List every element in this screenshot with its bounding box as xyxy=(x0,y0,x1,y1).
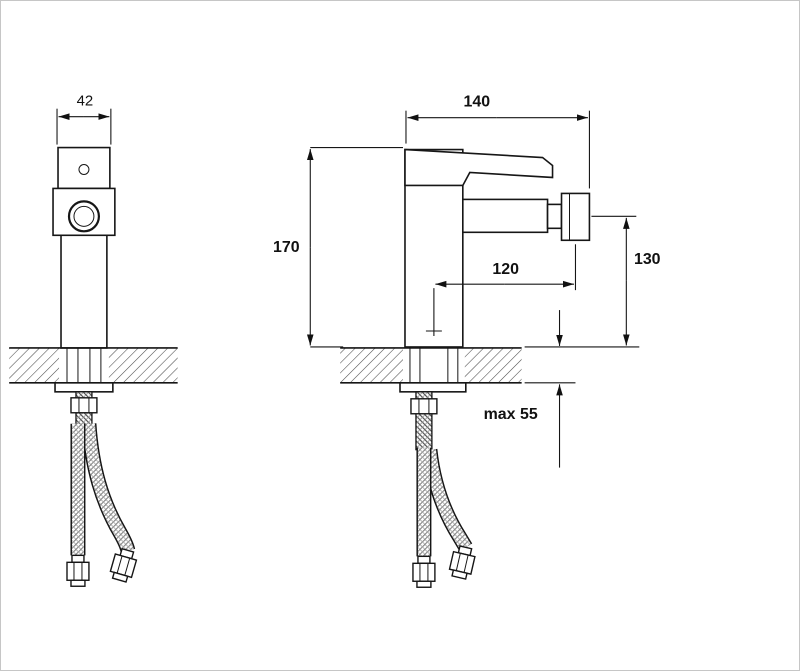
side-hose-angled xyxy=(422,448,476,580)
aerator xyxy=(560,192,591,242)
nut-facet-line xyxy=(463,554,469,573)
side-mounting xyxy=(399,382,467,451)
hose-fitting xyxy=(66,554,90,587)
side-length-dimension: 140 xyxy=(405,94,590,189)
collar-ring-outer xyxy=(67,200,100,233)
height-label: 170 xyxy=(273,239,300,256)
mounting-nut xyxy=(410,398,438,415)
fitting-cap xyxy=(111,571,129,583)
fitting-nut xyxy=(412,562,436,582)
max-deck-thickness-label: max 55 xyxy=(484,406,538,423)
spout-arm xyxy=(462,198,549,234)
fitting-cap xyxy=(451,569,468,580)
hose-fitting xyxy=(109,547,138,583)
fitting-nut xyxy=(66,561,90,581)
side-hose-straight xyxy=(412,447,436,588)
collar-ring-inner xyxy=(73,205,95,227)
mounting-flange xyxy=(399,382,467,393)
front-width-label: 42 xyxy=(77,93,94,110)
mounting-nut xyxy=(70,397,98,414)
nut-facet-line xyxy=(124,558,131,576)
nut-facet-line xyxy=(116,555,123,574)
mounting-flange xyxy=(54,382,114,393)
spout-height-label: 130 xyxy=(634,251,661,268)
front-countertop xyxy=(9,347,178,384)
fitting-cap xyxy=(416,580,432,588)
side-spout-height-dimension: 130 xyxy=(524,215,661,348)
side-height-dimension: 170 xyxy=(273,147,403,348)
hose-braid xyxy=(82,423,134,552)
side-countertop xyxy=(340,347,522,384)
hose-fitting xyxy=(412,555,436,588)
cap-dot xyxy=(78,164,90,175)
overall-length-label: 140 xyxy=(463,94,490,111)
counter-section-hatch xyxy=(9,347,60,383)
nut-facet-line xyxy=(455,553,461,571)
front-hose-angled xyxy=(81,423,138,583)
front-width-dimension: 42 xyxy=(56,93,112,145)
counter-section-hatch xyxy=(108,347,178,383)
hose-braid xyxy=(423,448,471,551)
faucet-cap xyxy=(57,146,111,190)
fitting-cap xyxy=(70,579,86,587)
front-view: 42 xyxy=(9,93,178,587)
counter-section-hatch xyxy=(340,347,403,383)
side-view: 140 170 120 xyxy=(273,94,661,588)
front-mounting xyxy=(54,382,114,429)
counter-section-hatch xyxy=(464,347,522,383)
side-max-thickness-dimension: max 55 xyxy=(484,310,576,468)
faucet-body-front xyxy=(60,234,108,349)
faucet-handle xyxy=(404,148,554,187)
spout-reach-label: 120 xyxy=(492,261,519,278)
front-faucet xyxy=(52,146,116,349)
side-faucet xyxy=(404,148,591,348)
front-hose-straight xyxy=(66,423,90,587)
side-reach-dimension: 120 xyxy=(425,244,577,336)
fitting-ferrule xyxy=(417,555,431,565)
hose-fitting xyxy=(448,545,476,580)
fitting-ferrule xyxy=(71,554,85,564)
spout-stub xyxy=(546,203,563,230)
